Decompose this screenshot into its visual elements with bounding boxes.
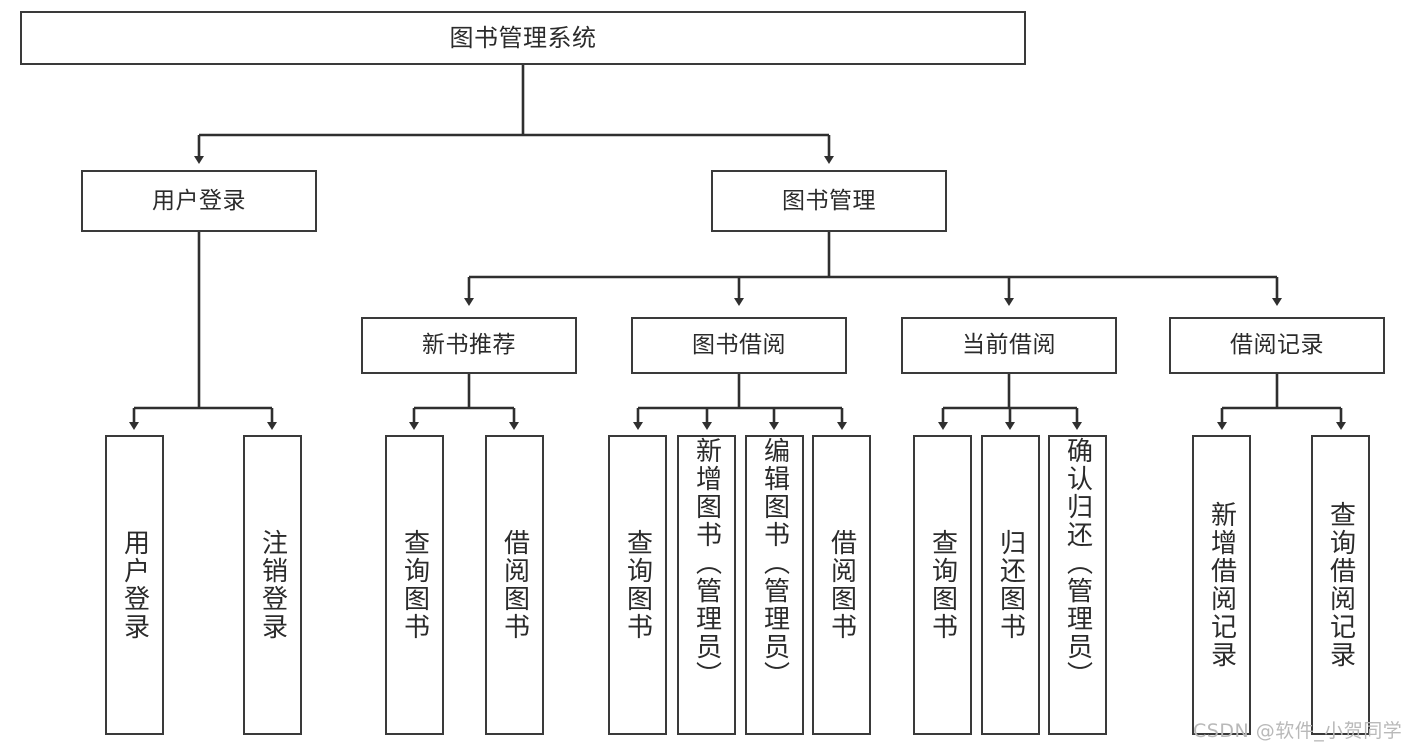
node-book-borrow[interactable]: 图书借阅 <box>631 317 847 374</box>
node-label: 借阅图书 <box>499 529 530 641</box>
leaf-query-book-newbook[interactable]: 查询图书 <box>385 435 444 735</box>
node-label: 图书管理 <box>782 187 876 214</box>
node-label: 用户登录 <box>152 187 246 214</box>
node-label: 新增图书（管理员） <box>691 437 722 689</box>
node-label: 图书借阅 <box>692 332 786 358</box>
leaf-confirm-return-admin[interactable]: 确认归还（管理员） <box>1048 435 1107 735</box>
node-label: 借阅图书 <box>826 529 857 641</box>
node-user-login[interactable]: 用户登录 <box>81 170 317 232</box>
node-label: 注销登录 <box>257 529 288 641</box>
node-label: 当前借阅 <box>962 332 1056 358</box>
leaf-borrow-book-newbook[interactable]: 借阅图书 <box>485 435 544 735</box>
leaf-borrow-book-borrow[interactable]: 借阅图书 <box>812 435 871 735</box>
leaf-query-borrow-record[interactable]: 查询借阅记录 <box>1311 435 1370 735</box>
node-label: 查询图书 <box>399 529 430 641</box>
node-root-system[interactable]: 图书管理系统 <box>20 11 1026 65</box>
node-label: 借阅记录 <box>1230 332 1324 358</box>
node-current-borrow[interactable]: 当前借阅 <box>901 317 1117 374</box>
leaf-return-book[interactable]: 归还图书 <box>981 435 1040 735</box>
leaf-user-login[interactable]: 用户登录 <box>105 435 164 735</box>
node-label: 图书管理系统 <box>449 24 597 52</box>
node-borrow-record[interactable]: 借阅记录 <box>1169 317 1385 374</box>
node-label: 用户登录 <box>119 529 150 641</box>
node-label: 新书推荐 <box>422 332 516 358</box>
leaf-logout[interactable]: 注销登录 <box>243 435 302 735</box>
node-label: 确认归还（管理员） <box>1062 437 1093 689</box>
node-label: 查询图书 <box>927 529 958 641</box>
leaf-edit-book-admin[interactable]: 编辑图书（管理员） <box>745 435 804 735</box>
leaf-query-book-borrow[interactable]: 查询图书 <box>608 435 667 735</box>
leaf-query-book-current[interactable]: 查询图书 <box>913 435 972 735</box>
node-label: 新增借阅记录 <box>1206 501 1237 669</box>
node-book-manage[interactable]: 图书管理 <box>711 170 947 232</box>
node-label: 编辑图书（管理员） <box>759 437 790 689</box>
node-label: 查询借阅记录 <box>1325 501 1356 669</box>
leaf-add-borrow-record[interactable]: 新增借阅记录 <box>1192 435 1251 735</box>
leaf-add-book-admin[interactable]: 新增图书（管理员） <box>677 435 736 735</box>
node-label: 归还图书 <box>995 529 1026 641</box>
node-label: 查询图书 <box>622 529 653 641</box>
node-new-book-recommend[interactable]: 新书推荐 <box>361 317 577 374</box>
